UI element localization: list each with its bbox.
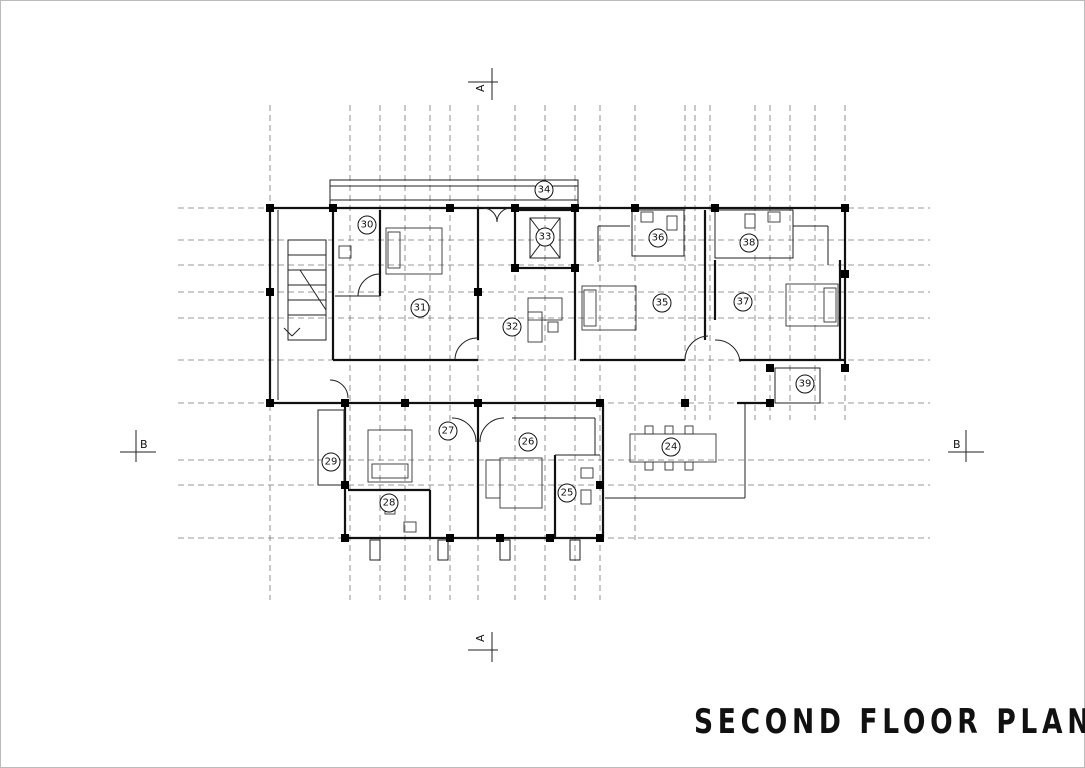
svg-text:30: 30 — [361, 220, 374, 231]
section-marker-b-left: B — [120, 430, 156, 462]
svg-text:35: 35 — [656, 298, 669, 309]
section-marker-a-top: A — [468, 68, 498, 100]
svg-text:31: 31 — [414, 303, 427, 314]
svg-text:27: 27 — [442, 426, 455, 437]
room-tag-37: 37 — [733, 292, 753, 312]
svg-text:28: 28 — [383, 498, 396, 509]
room-tag-26: 26 — [518, 432, 538, 452]
svg-text:24: 24 — [665, 442, 678, 453]
room-tags: 24 25 26 27 28 29 30 31 32 33 34 35 36 3… — [321, 180, 815, 513]
room-tag-25: 25 — [557, 483, 577, 503]
section-marker-b-right: B — [948, 430, 984, 462]
columns — [266, 204, 849, 542]
room-tag-30: 30 — [357, 215, 377, 235]
furniture — [338, 211, 839, 533]
room-tag-29: 29 — [321, 452, 341, 472]
section-label-a-top: A — [474, 84, 487, 92]
plan-title: SECOND FLOOR PLAN — [694, 702, 1085, 742]
svg-text:33: 33 — [539, 232, 552, 243]
svg-text:36: 36 — [652, 233, 665, 244]
svg-text:29: 29 — [325, 457, 338, 468]
walls — [268, 179, 847, 561]
svg-text:37: 37 — [737, 297, 750, 308]
svg-text:25: 25 — [561, 488, 574, 499]
room-tag-39: 39 — [795, 374, 815, 394]
room-tag-38: 38 — [739, 233, 759, 253]
svg-text:38: 38 — [743, 238, 756, 249]
room-tag-31: 31 — [410, 298, 430, 318]
room-tag-27: 27 — [438, 421, 458, 441]
room-tag-34: 34 — [534, 180, 554, 200]
svg-text:32: 32 — [506, 322, 519, 333]
room-tag-36: 36 — [648, 228, 668, 248]
room-tag-35: 35 — [652, 293, 672, 313]
section-label-a-bottom: A — [474, 634, 487, 642]
svg-text:26: 26 — [522, 437, 535, 448]
section-label-b-left: B — [140, 438, 148, 451]
section-marker-a-bottom: A — [468, 632, 498, 662]
section-label-b-right: B — [953, 438, 961, 451]
room-tag-33: 33 — [535, 227, 555, 247]
room-tag-32: 32 — [502, 317, 522, 337]
svg-text:39: 39 — [799, 379, 812, 390]
room-tag-24: 24 — [661, 437, 681, 457]
svg-text:34: 34 — [538, 185, 551, 196]
room-tag-28: 28 — [379, 493, 399, 513]
